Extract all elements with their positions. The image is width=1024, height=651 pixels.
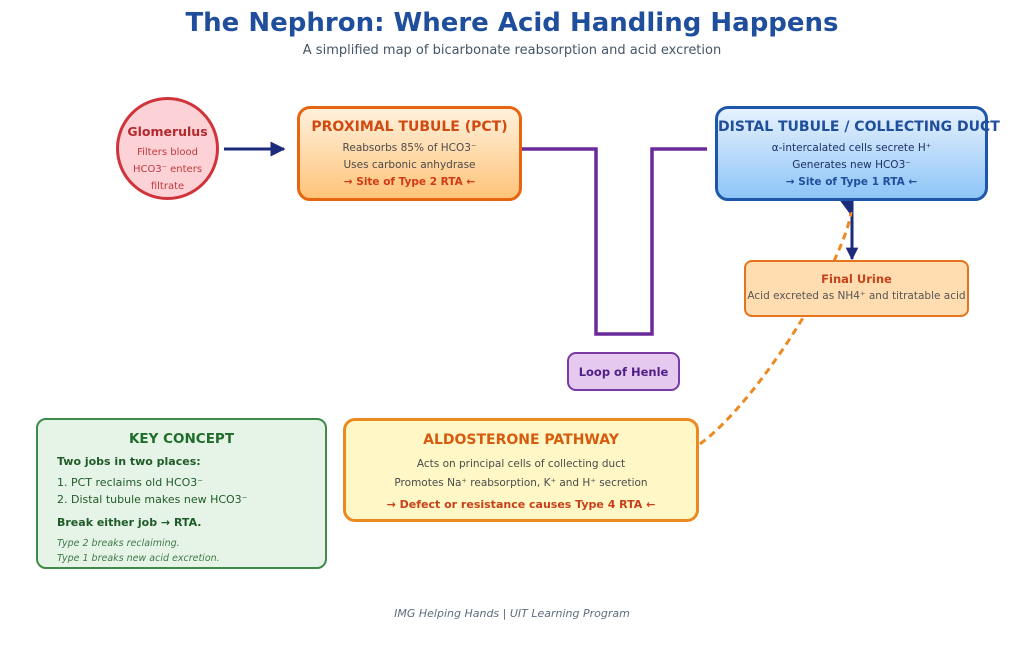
- aldosterone-line: Promotes Na⁺ reabsorption, K⁺ and H⁺ sec…: [394, 477, 648, 489]
- page-subtitle: A simplified map of bicarbonate reabsorp…: [302, 43, 722, 58]
- dct-rta-site: → Site of Type 1 RTA ←: [785, 176, 918, 188]
- loop-of-henle-label: Loop of Henle: [567, 352, 680, 391]
- key-concept-item: 2. Distal tubule makes new HCO3⁻: [57, 493, 248, 506]
- glomerulus-line: filtrate: [150, 181, 185, 192]
- pct-rta-site: → Site of Type 2 RTA ←: [343, 176, 476, 188]
- final-urine-node: Final Urine Acid excreted as NH4⁺ and ti…: [744, 260, 969, 317]
- aldosterone-defect: → Defect or resistance causes Type 4 RTA…: [386, 498, 656, 511]
- urine-title: Final Urine: [821, 272, 892, 286]
- key-concept-note: Type 2 breaks reclaiming.: [57, 538, 180, 549]
- loop-of-henle-path: [522, 147, 707, 336]
- pct-title: PROXIMAL TUBULE (PCT): [311, 119, 508, 135]
- key-concept-intro: Two jobs in two places:: [57, 455, 201, 468]
- aldosterone-dashed-arrow: [699, 211, 853, 446]
- key-concept-conclusion: Break either job → RTA.: [57, 516, 202, 529]
- aldosterone-pathway-node: ALDOSTERONE PATHWAY Acts on principal ce…: [343, 418, 699, 522]
- pct-line: Uses carbonic anhydrase: [343, 159, 476, 171]
- dct-title: DISTAL TUBULE / COLLECTING DUCT: [718, 119, 1000, 135]
- key-concept-note: Type 1 breaks new acid excretion.: [57, 553, 220, 564]
- footer-credit: IMG Helping Hands | UIT Learning Program: [394, 607, 630, 620]
- aldosterone-title: ALDOSTERONE PATHWAY: [423, 432, 619, 448]
- key-concept-title: KEY CONCEPT: [128, 431, 235, 447]
- glomerulus-line: Filters blood: [137, 147, 198, 158]
- page-title: The Nephron: Where Acid Handling Happens: [185, 8, 839, 38]
- pct-line: Reabsorbs 85% of HCO3⁻: [342, 142, 477, 154]
- aldosterone-arrowhead: [838, 198, 854, 214]
- distal-tubule-node: DISTAL TUBULE / COLLECTING DUCT α-interc…: [715, 106, 1000, 201]
- glomerulus-node: Glomerulus Filters blood HCO3⁻ enters fi…: [116, 97, 219, 200]
- glomerulus-title: Glomerulus: [127, 124, 208, 139]
- key-concept-item: 1. PCT reclaims old HCO3⁻: [57, 476, 204, 489]
- glomerulus-line: HCO3⁻ enters: [132, 164, 203, 175]
- aldosterone-line: Acts on principal cells of collecting du…: [416, 458, 626, 470]
- dct-line: α-intercalated cells secrete H⁺: [771, 142, 932, 154]
- dct-line: Generates new HCO3⁻: [792, 159, 911, 171]
- urine-text: Acid excreted as NH4⁺ and titratable aci…: [747, 290, 966, 302]
- key-concept-panel: KEY CONCEPT Two jobs in two places: 1. P…: [36, 418, 327, 569]
- proximal-tubule-node: PROXIMAL TUBULE (PCT) Reabsorbs 85% of H…: [297, 106, 522, 201]
